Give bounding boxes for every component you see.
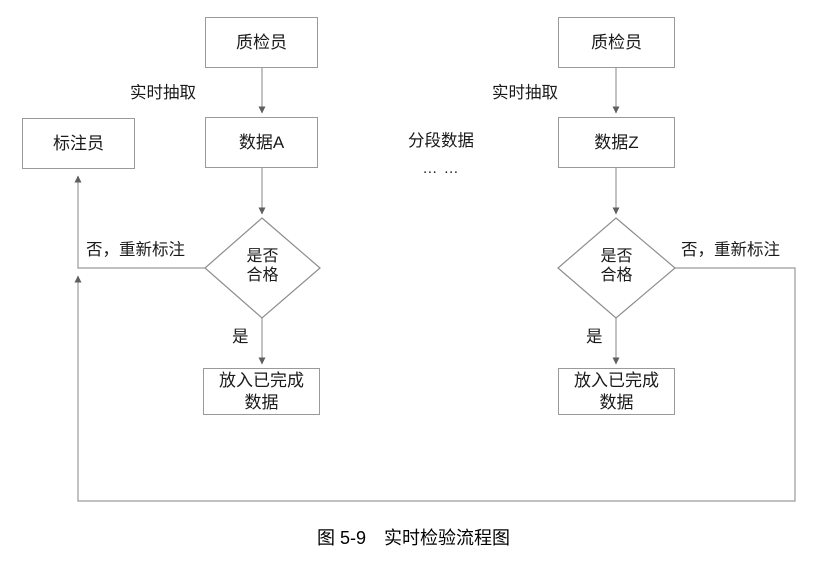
edge-right-decision-no-loop	[74, 267, 796, 502]
left-decision-diamond	[204, 217, 321, 319]
ellipsis-label: … …	[422, 160, 460, 177]
right-inspector-box: 质检员	[558, 17, 675, 68]
left-data-box: 数据A	[205, 117, 318, 168]
left-no-label: 否，重新标注	[86, 241, 185, 259]
left-inspector-box: 质检员	[205, 17, 318, 68]
right-yes-label: 是	[586, 328, 603, 346]
left-decision-label: 是否 合格	[246, 248, 279, 284]
right-no-label: 否，重新标注	[681, 241, 780, 259]
right-data-box: 数据Z	[558, 117, 675, 168]
figure-caption: 图 5-9 实时检验流程图	[316, 528, 511, 548]
edge-left-decision-no-to-annotator	[74, 175, 205, 269]
annotator-box: 标注员	[22, 118, 135, 169]
left-extract-label: 实时抽取	[130, 84, 196, 102]
right-decision-label: 是否 合格	[600, 248, 633, 284]
right-extract-label: 实时抽取	[492, 84, 558, 102]
right-decision-diamond	[557, 217, 676, 319]
left-yes-label: 是	[232, 328, 249, 346]
left-finished-box: 放入已完成 数据	[203, 368, 320, 415]
right-finished-box: 放入已完成 数据	[558, 368, 675, 415]
segment-data-label: 分段数据	[408, 132, 474, 150]
